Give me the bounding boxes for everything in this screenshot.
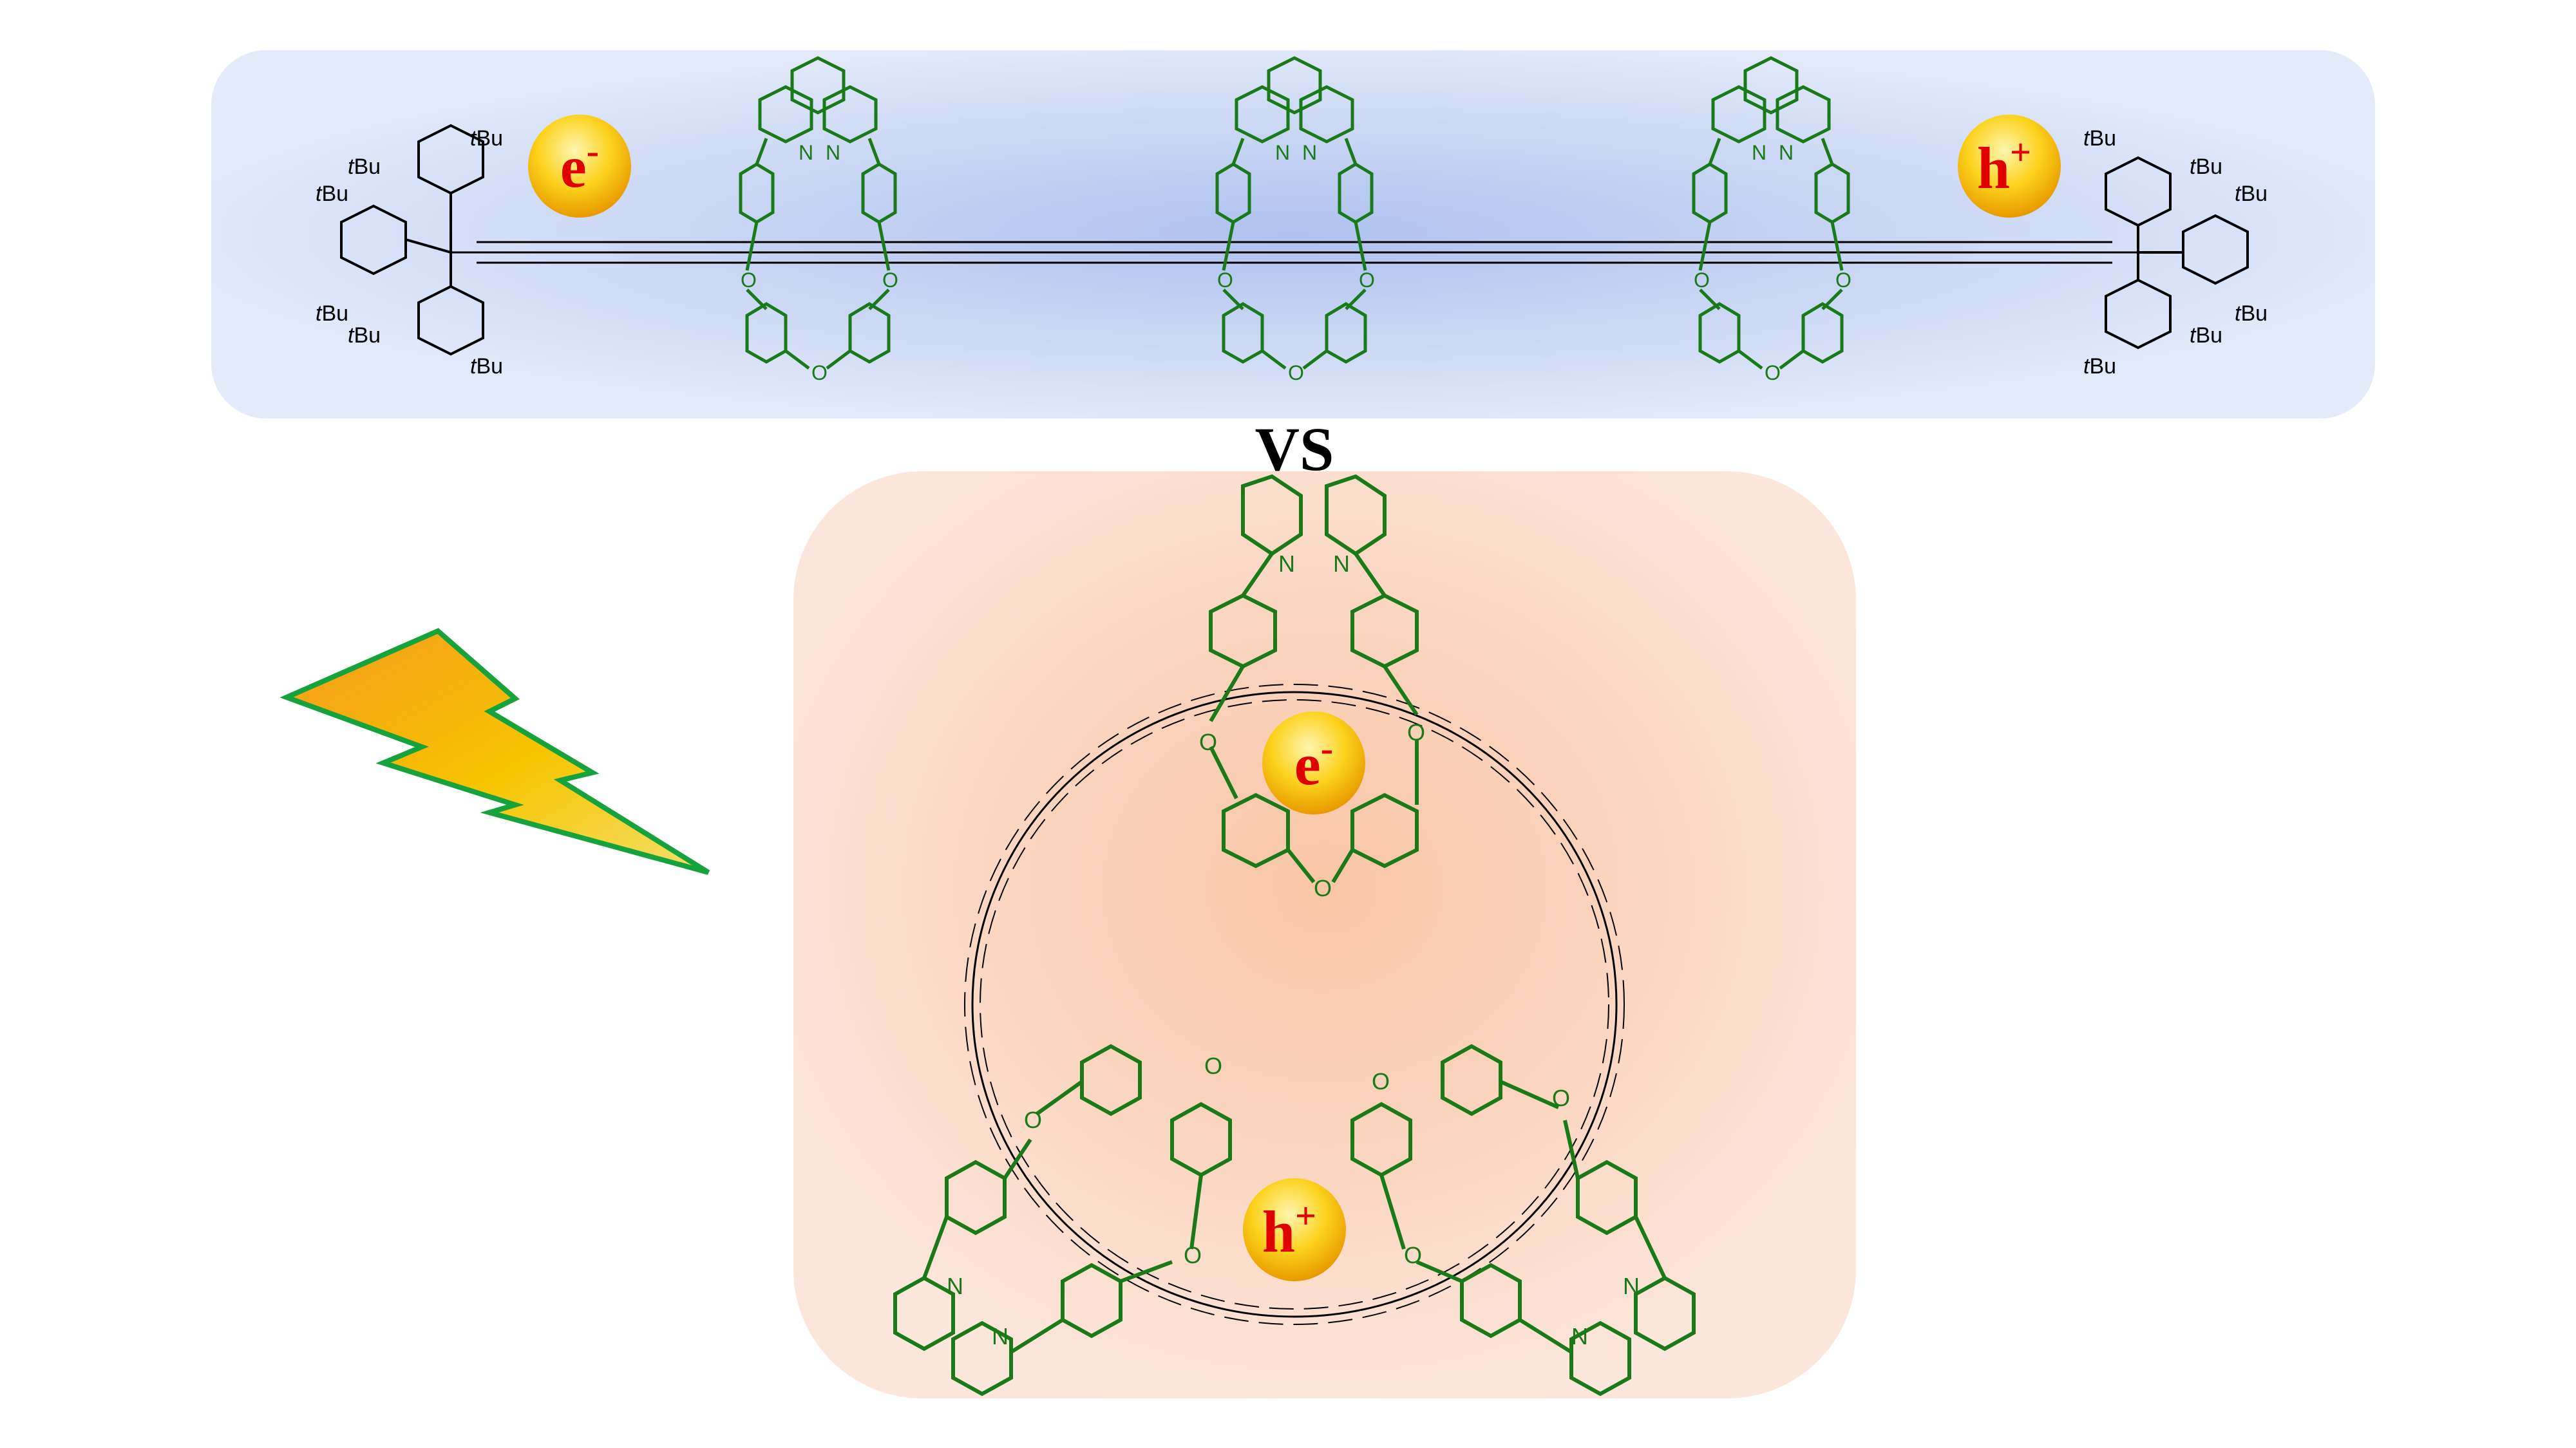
atom-O: O [1835, 268, 1852, 292]
atom-N: N [1623, 1273, 1640, 1299]
atom-O: O [1184, 1242, 1202, 1268]
right-stopper-labels: tBu tBu tBu tBu tBu tBu [2083, 126, 2268, 379]
bipyridine-subunit-right [1350, 1044, 1696, 1396]
atom-O: O [1404, 1242, 1422, 1268]
top-panel: tBu tBu tBu tBu tBu tBu tBu tBu tBu tBu … [211, 50, 2375, 418]
svg-text:e-: e- [560, 130, 599, 200]
atom-N: N [1333, 550, 1350, 577]
atom-O: O [1024, 1107, 1042, 1133]
atom-O: O [741, 268, 757, 292]
phenanthroline-macrocycle-2: N N O O O [1215, 56, 1375, 384]
atom-O: O [1359, 268, 1375, 292]
left-stopper [340, 124, 484, 356]
tbu-label: tBu [2083, 354, 2116, 379]
bipyridine-subunit-top [1209, 474, 1419, 883]
atom-O: O [1407, 719, 1425, 746]
tbu-label: tBu [470, 354, 503, 379]
atom-O: O [1314, 875, 1332, 901]
atom-N: N [947, 1273, 963, 1299]
atom-O: O [1765, 361, 1781, 384]
tbu-label: tBu [2235, 301, 2268, 326]
tbu-label: tBu [348, 155, 381, 179]
right-stopper [2105, 156, 2249, 350]
atom-O: O [1694, 268, 1710, 292]
atom-N: N [1752, 141, 1766, 164]
tbu-label: tBu [2235, 182, 2268, 206]
phenanthroline-macrocycle-1: N N O O O [739, 56, 898, 384]
phenanthroline-macrocycle-3: N N O O O [1692, 56, 1852, 384]
atom-O: O [1217, 268, 1233, 292]
atom-N: N [1302, 141, 1317, 164]
atom-N: N [1278, 550, 1295, 577]
atom-O: O [1372, 1068, 1390, 1095]
atom-N: N [826, 141, 840, 164]
svg-text:e-: e- [1294, 728, 1333, 797]
atom-O: O [811, 361, 828, 384]
atom-O: O [1288, 361, 1304, 384]
hole-badge-icon: h+ [1243, 1178, 1346, 1281]
tbu-label: tBu [316, 301, 348, 326]
tbu-label: tBu [2190, 155, 2222, 179]
atom-N: N [1779, 141, 1794, 164]
tbu-label: tBu [2190, 323, 2222, 348]
tbu-label: tBu [2083, 126, 2116, 151]
bottom-panel-background [793, 471, 1856, 1398]
top-panel-background [211, 50, 2375, 418]
atom-N: N [992, 1323, 1009, 1349]
tbu-label: tBu [348, 323, 381, 348]
left-stopper-labels: tBu tBu tBu tBu tBu tBu [316, 126, 503, 379]
bottom-panel: N N O O O O O O N N [793, 471, 1856, 1398]
lightning-bolt-icon [279, 628, 710, 875]
bipyridine-subunit-left [893, 1044, 1232, 1396]
atom-N: N [1275, 141, 1290, 164]
electron-badge-icon: e- [1262, 711, 1365, 814]
tbu-label: tBu [470, 126, 503, 151]
atom-N: N [799, 141, 813, 164]
svg-text:h+: h+ [1262, 1195, 1316, 1265]
atom-O: O [1199, 729, 1217, 755]
hole-badge-icon: h+ [1958, 115, 2061, 218]
tbu-label: tBu [316, 182, 348, 206]
cyclic-polyyne-ring [964, 684, 1625, 1325]
svg-text:h+: h+ [1977, 131, 2031, 201]
atom-O: O [1552, 1085, 1570, 1111]
atom-O: O [882, 268, 898, 292]
atom-O: O [1204, 1053, 1222, 1079]
atom-N: N [1571, 1323, 1588, 1349]
electron-badge-icon: e- [528, 115, 631, 218]
